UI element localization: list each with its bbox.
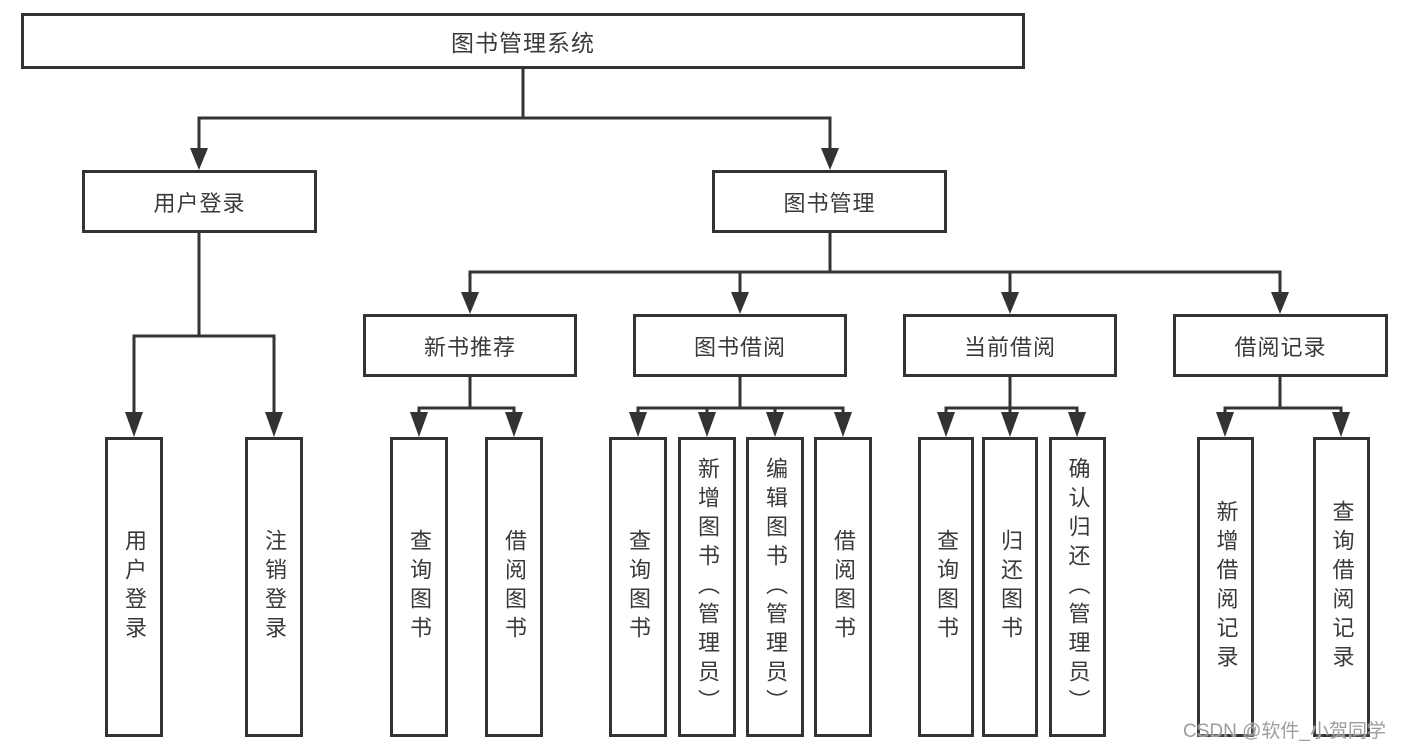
node-book-borrow: 图书借阅 (633, 314, 847, 377)
leaf-current-confirm: 确认归还（管理员） (1049, 437, 1106, 737)
leaf-records-query: 查询借阅记录 (1313, 437, 1370, 737)
node-new-books: 新书推荐 (363, 314, 577, 377)
leaf-current-return-label: 归还图书 (998, 529, 1023, 645)
leaf-records-query-label: 查询借阅记录 (1329, 500, 1355, 674)
leaf-current-query-label: 查询图书 (934, 529, 959, 645)
leaf-borrow-book: 借阅图书 (814, 437, 872, 737)
node-book-mgmt-label: 图书管理 (783, 190, 876, 216)
node-new-books-label: 新书推荐 (423, 334, 516, 360)
leaf-borrow-edit: 编辑图书（管理员） (746, 437, 804, 737)
node-borrow-records: 借阅记录 (1173, 314, 1388, 377)
leaf-borrow-add: 新增图书（管理员） (678, 437, 736, 737)
leaf-borrow-add-label: 新增图书（管理员） (695, 456, 720, 718)
leaf-current-confirm-label: 确认归还（管理员） (1065, 456, 1091, 718)
node-current-borrow: 当前借阅 (903, 314, 1117, 377)
leaf-records-add: 新增借阅记录 (1197, 437, 1254, 737)
leaf-logout: 注销登录 (245, 437, 303, 737)
leaf-newbooks-query: 查询图书 (390, 437, 448, 737)
node-book-mgmt: 图书管理 (712, 170, 947, 233)
node-current-borrow-label: 当前借阅 (963, 334, 1056, 360)
leaf-current-query: 查询图书 (918, 437, 974, 737)
node-user-login: 用户登录 (82, 170, 317, 233)
leaf-current-return: 归还图书 (982, 437, 1038, 737)
csdn-watermark: CSDN @软件_小贺同学 (1183, 721, 1386, 742)
leaf-borrow-edit-label: 编辑图书（管理员） (763, 456, 788, 718)
leaf-records-add-label: 新增借阅记录 (1213, 500, 1239, 674)
leaf-borrow-query: 查询图书 (609, 437, 667, 737)
node-root-label: 图书管理系统 (451, 30, 595, 56)
leaf-newbooks-borrow-label: 借阅图书 (502, 529, 527, 645)
leaf-user-login-label: 用户登录 (122, 529, 147, 645)
leaf-logout-label: 注销登录 (262, 529, 287, 645)
leaf-borrow-query-label: 查询图书 (626, 529, 651, 645)
node-borrow-records-label: 借阅记录 (1234, 334, 1327, 360)
node-user-login-label: 用户登录 (153, 190, 246, 216)
node-root: 图书管理系统 (21, 13, 1025, 69)
node-book-borrow-label: 图书借阅 (693, 334, 786, 360)
leaf-newbooks-borrow: 借阅图书 (485, 437, 543, 737)
leaf-newbooks-query-label: 查询图书 (407, 529, 432, 645)
leaf-borrow-book-label: 借阅图书 (831, 529, 856, 645)
leaf-user-login: 用户登录 (105, 437, 163, 737)
